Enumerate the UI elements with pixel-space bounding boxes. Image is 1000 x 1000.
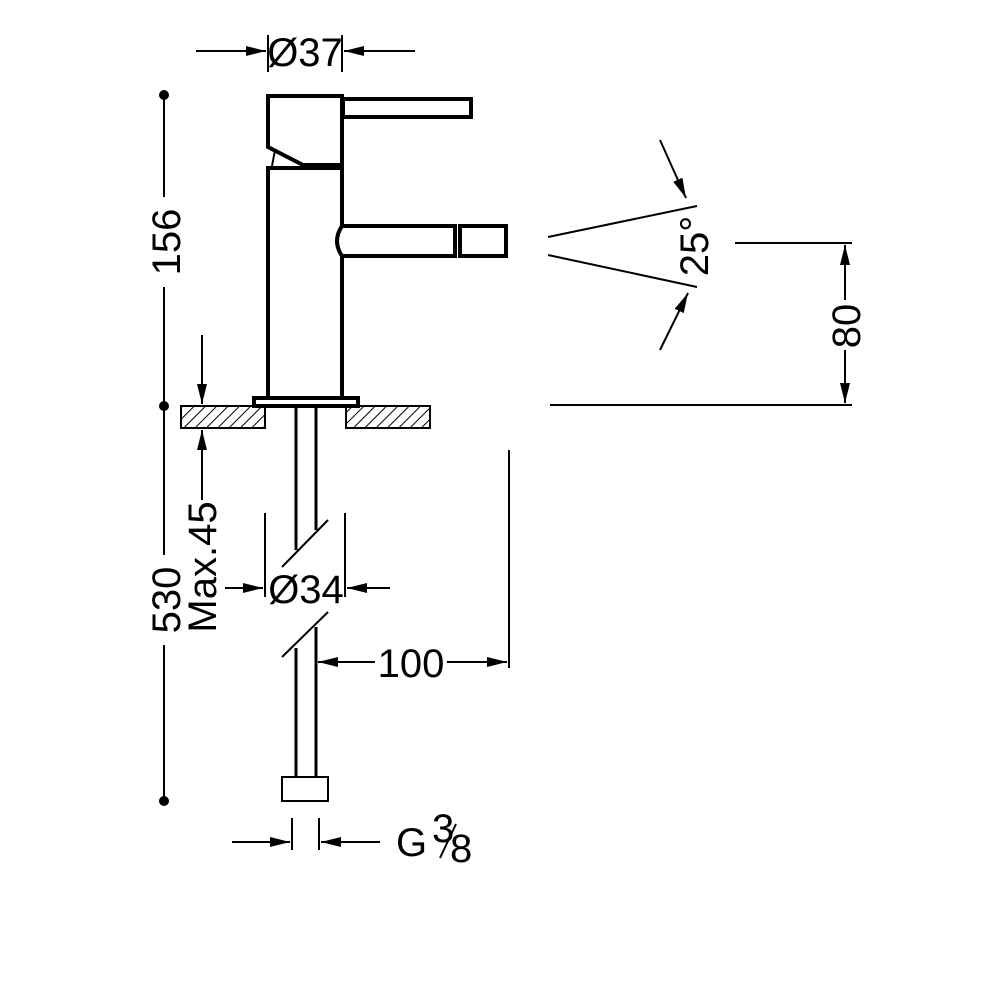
dim-counter-thickness: Max.45 <box>181 335 225 633</box>
dim-label-spray-angle: 25° <box>673 216 717 277</box>
dim-label-thread-prefix: G <box>396 821 427 865</box>
cartridge-edge <box>271 149 276 167</box>
counter-right <box>345 405 431 429</box>
dim-label-body-diameter: Ø37 <box>267 31 343 75</box>
counter-left <box>180 405 266 429</box>
spray-nozzle <box>458 224 508 258</box>
dim-label-spout-height: 80 <box>825 304 869 349</box>
spout <box>335 224 457 258</box>
dim-label-hole-diameter: Ø34 <box>268 568 344 612</box>
supply-hose <box>281 406 329 802</box>
handle-cartridge <box>266 94 344 167</box>
dim-heights: 156 530 <box>145 90 189 806</box>
dim-label-hose-length: 530 <box>145 567 189 634</box>
dim-hose-offset: 100 <box>318 450 510 686</box>
faucet-body <box>266 166 344 400</box>
dim-label-total-height: 156 <box>145 209 189 276</box>
dim-label-thread-denominator: 8 <box>450 827 472 871</box>
dim-spout-height: 80 <box>550 242 869 406</box>
lever-handle <box>341 97 473 119</box>
dim-spray-angle: 25° <box>547 139 717 351</box>
hose-fitting <box>281 776 329 802</box>
dim-body-diameter: Ø37 <box>196 31 415 75</box>
dim-hole-diameter: Ø34 <box>225 513 390 612</box>
dim-thread: G 3 8 <box>232 807 472 871</box>
base-plate <box>252 396 360 408</box>
dim-label-hose-offset: 100 <box>378 642 445 686</box>
dim-label-max-thickness: Max.45 <box>181 501 225 632</box>
faucet <box>252 94 508 408</box>
